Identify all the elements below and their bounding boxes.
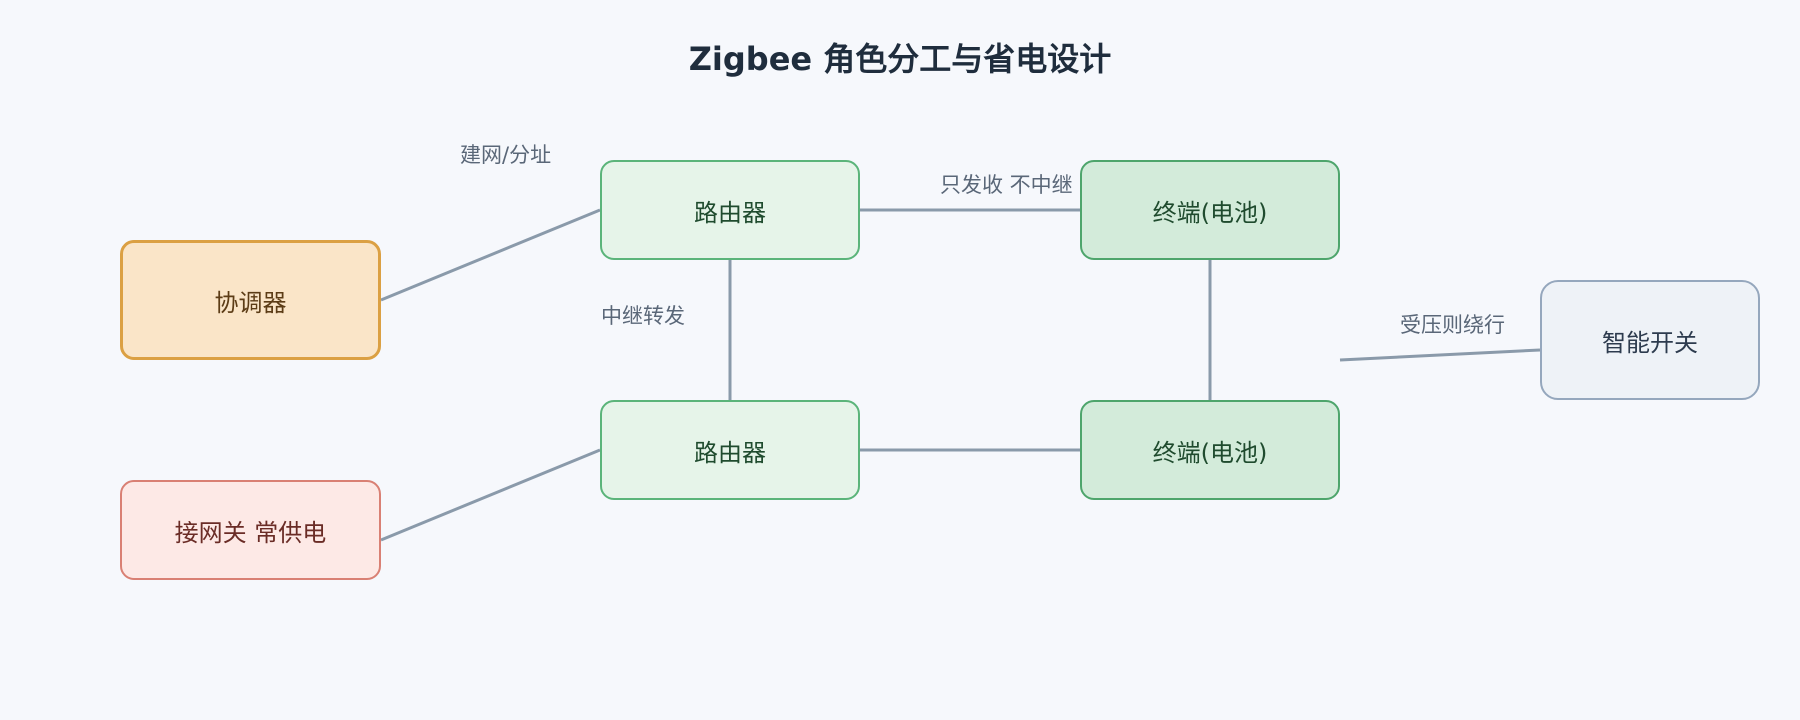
edge-to-smart-switch: [1339, 348, 1541, 362]
endpoint-node-bottom: 终端(电池): [1080, 400, 1340, 500]
router-node-top: 路由器: [600, 160, 860, 260]
router-node-bottom: 路由器: [600, 400, 860, 500]
endpoint-node-top: 终端(电池): [1080, 160, 1340, 260]
edge-label-build-network: 建网/分址: [460, 143, 552, 167]
edge-label-send-receive-only: 只发收 不中继: [940, 173, 1073, 197]
edge-gateway-router-bottom: [380, 448, 601, 542]
coordinator-node: 协调器: [120, 240, 381, 360]
edge-label-relay-forward: 中继转发: [601, 304, 685, 328]
edge-coordinator-router-top: [380, 208, 601, 302]
diagram-title: Zigbee 角色分工与省电设计: [688, 40, 1112, 78]
edge-label-reroute-under-load: 受压则绕行: [1400, 313, 1505, 337]
gateway-node: 接网关 常供电: [120, 480, 381, 580]
smart-switch-node: 智能开关: [1540, 280, 1760, 400]
